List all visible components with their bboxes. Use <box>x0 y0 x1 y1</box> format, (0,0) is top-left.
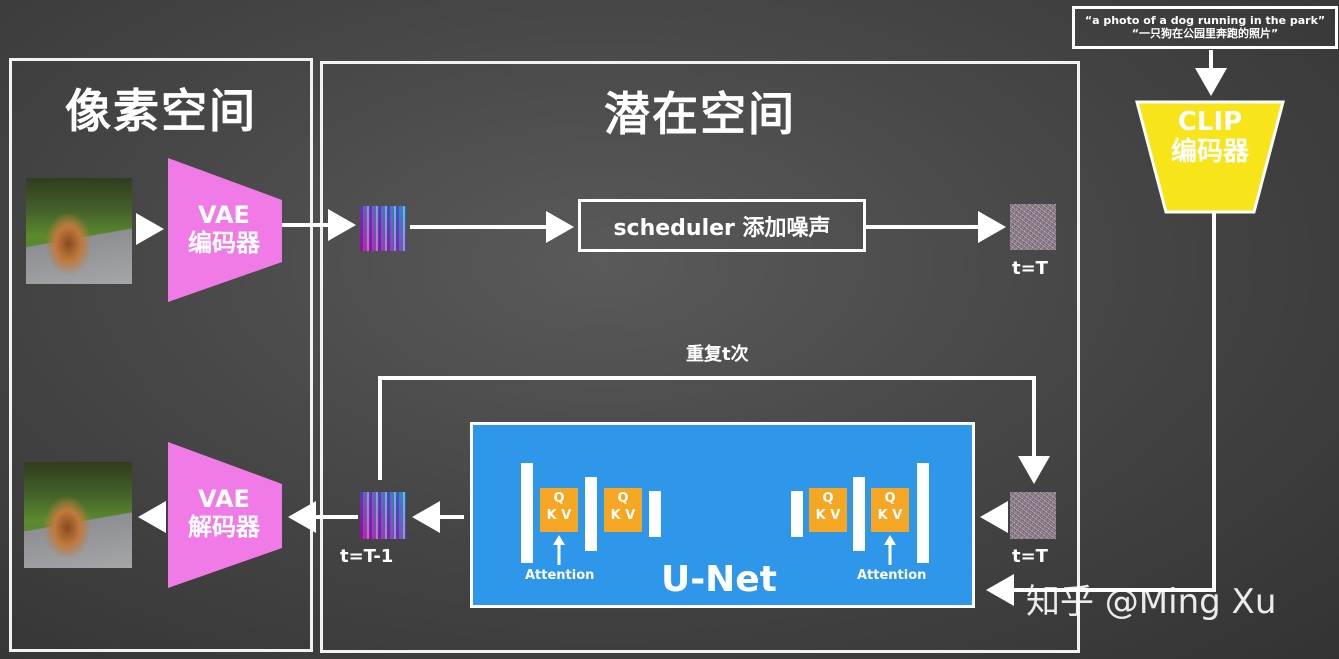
unet-input-timestep-label: t=T <box>1012 546 1048 567</box>
prompt-box: “a photo of a dog running in the park” “… <box>1072 6 1338 49</box>
vae-decoder-label: VAE 解码器 <box>170 485 278 541</box>
pixel-space-panel: 像素空间 <box>9 58 313 652</box>
clip-encoder-shape <box>1135 100 1285 214</box>
encoded-latent-image <box>360 206 406 251</box>
qkv-q-1: Q <box>553 491 565 506</box>
left-attention-label: Attention <box>525 568 595 583</box>
unet-dec-bar-2 <box>853 477 865 551</box>
vae-decoder-line2: 解码器 <box>188 512 260 541</box>
qkv-kv-1: K V <box>546 508 572 523</box>
clip-encoder-line2: 编码器 <box>1170 136 1249 167</box>
unet-dec-bar-1 <box>791 491 803 537</box>
unet-enc-qkv-1: Q K V <box>540 488 578 532</box>
top-timestep-label: t=T <box>1012 258 1048 279</box>
unet-dec-qkv-2: Q K V <box>871 488 909 532</box>
watermark: 知乎 @Ming Xu <box>1026 582 1277 622</box>
prompt-chinese: “一只狗在公园里奔跑的照片” <box>1131 27 1279 40</box>
qkv-kv-4: K V <box>877 508 903 523</box>
unet-enc-bar-3 <box>649 491 661 537</box>
vae-encoder-label: VAE 编码器 <box>170 201 278 257</box>
qkv-q-3: Q <box>822 491 834 506</box>
scheduler-label: scheduler 添加噪声 <box>613 215 831 241</box>
unet-enc-bar-2 <box>585 477 597 551</box>
unet-enc-qkv-2: Q K V <box>604 488 642 532</box>
qkv-q-4: Q <box>884 491 896 506</box>
unet-block: Q K V Q K V Q K V Q K V Attention Attent… <box>470 422 975 608</box>
unet-dec-bar-3 <box>917 463 929 563</box>
unet-enc-bar-1 <box>521 463 533 563</box>
qkv-kv-2: K V <box>610 508 636 523</box>
unet-dec-qkv-1: Q K V <box>809 488 847 532</box>
vae-encoder-line1: VAE <box>198 201 250 229</box>
vae-encoder-shape <box>168 158 282 302</box>
clip-encoder-line1: CLIP <box>1177 107 1243 137</box>
vae-decoder-line1: VAE <box>198 485 250 513</box>
unet-title: U-Net <box>661 559 777 600</box>
latent-space-title: 潜在空间 <box>604 87 796 141</box>
qkv-q-2: Q <box>617 491 629 506</box>
vae-decoder-shape <box>168 442 282 588</box>
attention-arrows <box>553 535 896 565</box>
right-attention-label: Attention <box>857 568 927 583</box>
arrow-repeat-loop <box>378 376 1050 484</box>
denoised-latent-image <box>360 492 406 539</box>
prompt-english: “a photo of a dog running in the park” <box>1084 14 1326 27</box>
pixel-space-title: 像素空间 <box>65 84 257 138</box>
clip-encoder-label: CLIP 编码器 <box>1150 107 1270 168</box>
arrow-clip-to-unet <box>986 212 1216 606</box>
output-timestep-label: t=T-1 <box>340 546 394 567</box>
qkv-kv-3: K V <box>815 508 841 523</box>
vae-encoder-line2: 编码器 <box>188 228 260 257</box>
input-dog-photo <box>26 178 132 284</box>
latent-space-panel: 潜在空间 <box>320 61 1080 653</box>
noisy-latent-top <box>1010 204 1056 250</box>
output-dog-photo <box>24 462 132 568</box>
repeat-label: 重复t次 <box>686 344 749 365</box>
noisy-latent-unet-input <box>1010 492 1056 539</box>
scheduler-box: scheduler 添加噪声 <box>578 199 866 252</box>
